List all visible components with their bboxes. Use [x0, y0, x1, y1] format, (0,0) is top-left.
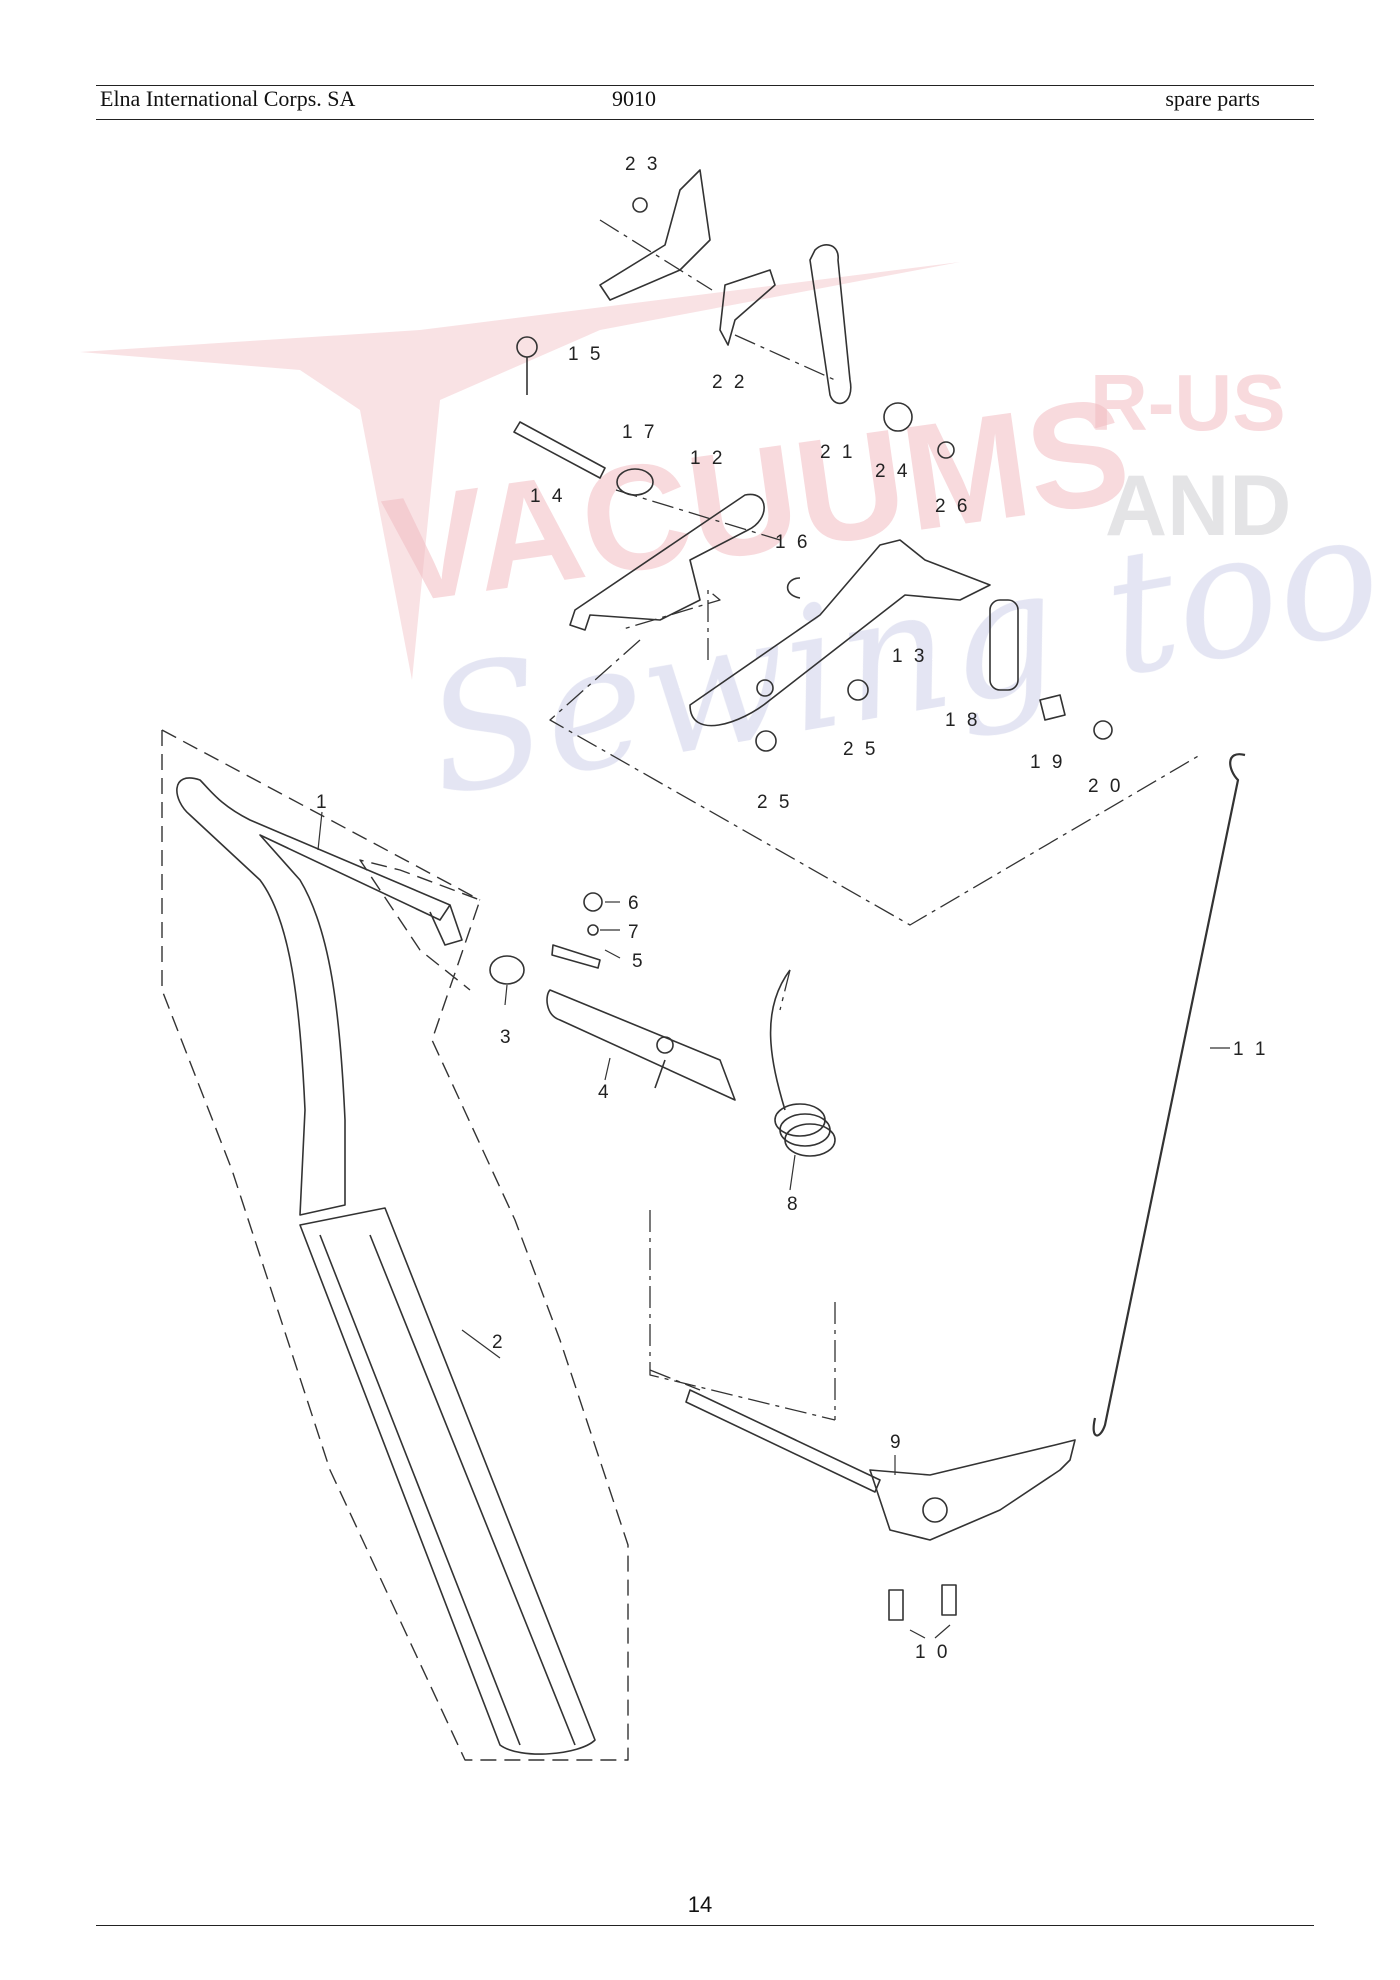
label-part-24: 2 4: [875, 461, 910, 482]
callout-leaders: [317, 811, 1230, 1639]
clamp-plate: [551, 944, 601, 969]
lift-rod: [1092, 753, 1246, 1437]
label-part-18: 1 8: [945, 710, 980, 731]
header-section: spare parts: [1165, 86, 1260, 111]
link-bracket: [719, 269, 776, 346]
header-top-rule: [96, 85, 1314, 86]
screw-25b: [755, 730, 777, 752]
link-arm: [809, 244, 852, 405]
label-part-22: 2 2: [712, 372, 747, 393]
label-part-14: 1 4: [530, 486, 565, 507]
lever-bar-end: [429, 904, 463, 946]
label-part-8: 8: [787, 1194, 801, 1215]
header-company: Elna International Corps. SA: [100, 86, 356, 111]
label-part-5: 5: [632, 951, 646, 972]
screw-6: [583, 892, 603, 912]
label-part-21: 2 1: [820, 442, 855, 463]
label-part-26: 2 6: [935, 496, 970, 517]
screw-10a: [888, 1589, 904, 1621]
coil-spring: [989, 599, 1019, 691]
lift-shaft: [685, 1389, 881, 1493]
torsion-spring: [769, 969, 836, 1157]
handle-boundary: [161, 729, 629, 1761]
label-part-11: 1 1: [1233, 1039, 1268, 1060]
page-number: 14: [687, 1892, 713, 1917]
watermark-sub1: R-US: [1090, 358, 1286, 447]
label-part-12: 1 2: [690, 448, 725, 469]
label-part-25a: 2 5: [843, 739, 878, 760]
washer-17: [616, 468, 654, 496]
label-part-1: 1: [316, 792, 330, 813]
screw-20: [1093, 720, 1113, 740]
label-part-9: 9: [890, 1432, 904, 1453]
label-part-10: 1 0: [915, 1642, 950, 1663]
label-part-7: 7: [628, 922, 642, 943]
part-labels: 1 2 3 4 5 6 7 8 9 1 0 1 1 1 2 1 3 1 4 1 …: [316, 154, 1268, 1663]
screw-25a: [847, 679, 869, 701]
screw-26: [937, 441, 955, 459]
cam-plate: [689, 539, 991, 727]
label-part-4: 4: [598, 1082, 612, 1103]
o-ring: [489, 955, 525, 985]
watermark: VACUUMS R-US AND Sewing too: [80, 262, 1394, 835]
header-bottom-rule: [96, 119, 1314, 120]
label-part-13: 1 3: [892, 646, 927, 667]
crank-plate: [599, 169, 711, 301]
lift-lever: [869, 1439, 1076, 1541]
grip-sleeve: [299, 1207, 596, 1755]
label-part-19: 1 9: [1030, 752, 1065, 773]
label-part-15: 1 5: [568, 344, 603, 365]
footer-rule: [96, 1925, 1314, 1926]
bracket-lever: [569, 493, 765, 631]
label-part-3: 3: [500, 1027, 514, 1048]
label-part-23: 2 3: [625, 154, 660, 175]
screw-10b: [941, 1584, 957, 1616]
watermark-v-shape: [80, 262, 960, 680]
leader-lines: [549, 219, 1201, 1421]
part-drawings: [161, 169, 1246, 1761]
label-part-2: 2: [492, 1332, 506, 1353]
label-part-16: 1 6: [775, 532, 810, 553]
eccentric-24: [883, 402, 913, 432]
label-part-17: 1 7: [622, 422, 657, 443]
pivot-pin: [513, 421, 606, 479]
knee-shaft: [546, 989, 736, 1101]
e-ring-16: [786, 577, 801, 599]
header-model: 9010: [612, 86, 656, 111]
label-part-20: 2 0: [1088, 776, 1123, 797]
retaining-ring-23: [632, 197, 648, 213]
washer-7: [587, 924, 599, 936]
lever-bar: [176, 777, 451, 1216]
watermark-sub2: AND: [1105, 458, 1291, 554]
clip-19: [1039, 694, 1066, 721]
label-part-25b: 2 5: [757, 792, 792, 813]
label-part-6: 6: [628, 893, 642, 914]
